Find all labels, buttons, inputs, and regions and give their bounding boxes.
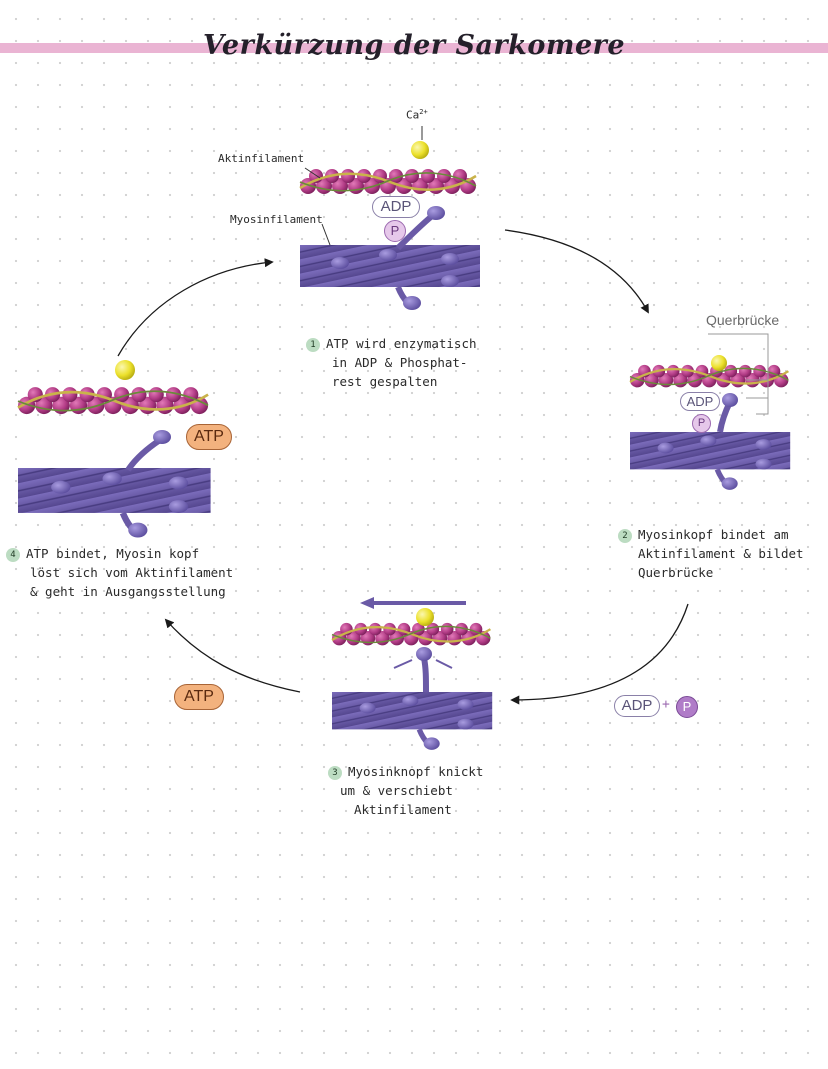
calcium-label: Ca2+ [406, 108, 428, 122]
myosin-leader-line [321, 223, 331, 246]
page-title: Verkürzung der Sarkomere [202, 30, 626, 61]
step-4-number: 4 [6, 548, 20, 562]
step-3-line-2: um & verschiebt [340, 783, 453, 798]
adp-pill-panel-2: ADP [680, 392, 720, 411]
phosphate-released: P [676, 696, 698, 718]
panel-3-illustration [332, 597, 492, 750]
panel-4-illustration [18, 360, 213, 538]
aktin-leader-line [304, 167, 321, 179]
step-3-line-1: Myosinknopf knickt [348, 764, 484, 779]
step-1-line-2: in ADP & Phosphat- [332, 355, 468, 370]
atp-pill-panel-4: ATP [186, 424, 232, 450]
panel-2-illustration [630, 333, 790, 490]
step-4-line-2: löst sich vom Aktinfilament [30, 565, 234, 580]
step-3-note: 3 Myosinknopf knickt um & verschiebt Akti… [328, 762, 483, 819]
step-1-number: 1 [306, 338, 320, 352]
querbruecke-label: Querbrücke [706, 312, 780, 328]
adp-pill-released: ADP [614, 695, 660, 717]
step-1-line-1: ATP wird enzymatisch [326, 336, 477, 351]
plus-sign: + [662, 697, 670, 712]
myosinfilament-label: Myosinfilament [230, 213, 323, 226]
phosphate-circle-panel-2: P [692, 414, 711, 433]
panel-1-illustration [300, 167, 480, 310]
step-4-line-3: & geht in Ausgangsstellung [30, 584, 226, 599]
cycle-arrow-3-to-4 [164, 618, 301, 693]
step-3-number: 3 [328, 766, 342, 780]
cycle-arrow-1-to-2 [504, 229, 649, 314]
atp-pill-incoming: ATP [174, 684, 224, 710]
calcium-ion-1 [411, 126, 429, 159]
step-2-line-3: Querbrücke [638, 565, 714, 580]
title-highlight-band [0, 43, 828, 53]
step-2-line-2: Aktinfilament & bildet [638, 546, 804, 561]
step-1-line-3: rest gespalten [332, 374, 438, 389]
cycle-arrow-2-to-3 [510, 603, 689, 705]
step-3-line-3: Aktinfilament [354, 802, 452, 817]
step-2-number: 2 [618, 529, 632, 543]
step-4-note: 4 ATP bindet, Myosin kopf löst sich vom A… [6, 544, 233, 601]
cycle-arrow-4-to-1 [117, 258, 274, 357]
adp-pill-panel-1: ADP [372, 196, 420, 218]
step-1-note: 1 ATP wird enzymatisch in ADP & Phosphat-… [306, 334, 477, 391]
step-2-note: 2 Myosinkopf bindet am Aktinfilament & bi… [618, 525, 804, 582]
step-2-line-1: Myosinkopf bindet am [638, 527, 789, 542]
step-4-line-1: ATP bindet, Myosin kopf [26, 546, 200, 561]
aktinfilament-label: Aktinfilament [218, 152, 305, 165]
phosphate-circle-panel-1: P [384, 220, 406, 242]
